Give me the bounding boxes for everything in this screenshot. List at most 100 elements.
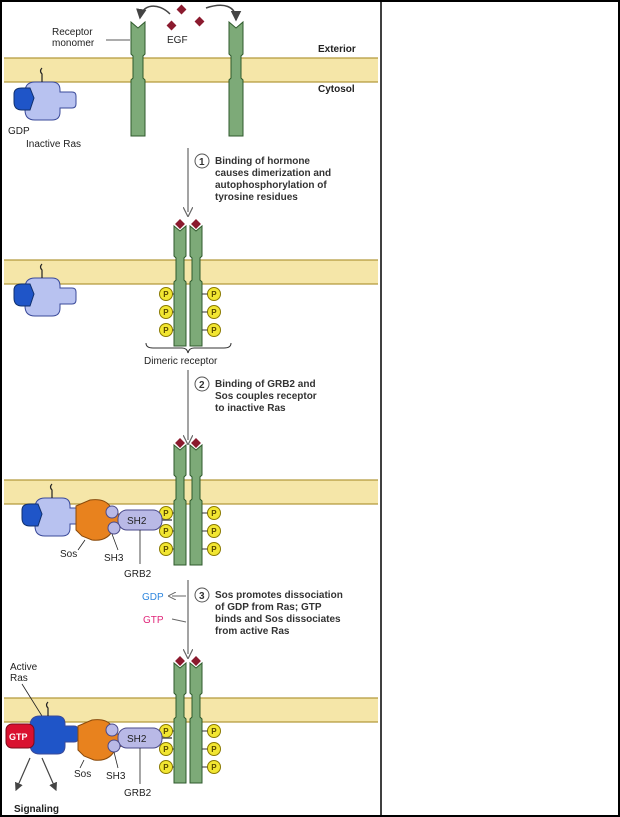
step-description: to inactive Ras: [215, 403, 286, 414]
inactive-ras: [21, 483, 83, 537]
cytosol-label: Cytosol: [318, 84, 355, 95]
sh3-label: SH3: [106, 771, 126, 782]
step-number: 1: [199, 157, 205, 168]
receptor-monomer-label: Receptor: [52, 27, 93, 38]
gtp-molecule: [5, 723, 35, 749]
sh2-label: SH2: [127, 516, 147, 527]
phosphotyrosine: P: [159, 524, 174, 538]
egf-ligand: [176, 4, 187, 15]
phosphate-label: P: [163, 527, 169, 536]
inactive-ras: [13, 67, 77, 121]
phosphotyrosine: P: [159, 305, 174, 319]
receptor-subunit: [173, 443, 187, 566]
receptor-subunit: [189, 661, 203, 784]
step-number: 3: [199, 591, 205, 602]
phosphotyrosine: P: [202, 760, 221, 774]
sos-label: Sos: [60, 549, 77, 560]
phosphate-label: P: [163, 308, 169, 317]
inactive-ras-label: Inactive Ras: [26, 139, 81, 150]
phosphotyrosine: P: [159, 760, 174, 774]
egf-binding-arrow-right: [205, 4, 242, 22]
grb2-label: GRB2: [124, 788, 152, 799]
phosphate-label: P: [163, 326, 169, 335]
sh3-domain: [107, 739, 121, 753]
step-description: of GDP from Ras; GTP: [215, 602, 322, 613]
step-description: from active Ras: [215, 626, 290, 637]
receptor-subunit: [189, 224, 203, 347]
leader-line: [77, 539, 86, 551]
egf-ligand: [194, 16, 205, 27]
egf-ligand: [175, 656, 185, 666]
leader-line: [21, 683, 43, 717]
active-ras: GTP: [5, 701, 79, 755]
lipid-anchor: [45, 701, 49, 716]
gdp-molecule: [13, 87, 35, 111]
lipid-anchor: [49, 483, 53, 498]
receptor-monomer-right: [228, 20, 244, 137]
receptor-monomer-label: monomer: [52, 38, 95, 49]
phosphate-label: P: [163, 763, 169, 772]
sh3-domain: [107, 521, 121, 535]
gdp-released-label: GDP: [142, 592, 164, 603]
phosphotyrosine: P: [159, 742, 174, 756]
phosphate-label: P: [211, 326, 217, 335]
leader-line: [111, 533, 119, 551]
phosphotyrosine: P: [202, 287, 221, 301]
egf-label: EGF: [167, 35, 188, 46]
leader-line: [79, 759, 85, 769]
step-3: GDP GTP 3 Sos promotes dissociation of G…: [142, 580, 343, 654]
phosphotyrosine: P: [202, 506, 221, 520]
step-number: 2: [199, 380, 205, 391]
step-2: 2 Binding of GRB2 and Sos couples recept…: [188, 370, 317, 440]
right-empty-cell: [382, 2, 618, 815]
step-description: Sos couples receptor: [215, 391, 317, 402]
step-number-circle: [194, 376, 210, 392]
gdp-label: GDP: [8, 126, 30, 137]
step-description: binds and Sos dissociates: [215, 614, 341, 625]
phosphotyrosine: P: [202, 542, 221, 556]
sh3-domain: [105, 723, 119, 737]
active-ras-label: Ras: [10, 673, 28, 684]
step-description: Sos promotes dissociation: [215, 590, 343, 601]
grb2-label: GRB2: [124, 569, 152, 580]
egf-ligand: [175, 219, 185, 229]
gtp-bound-label: GTP: [143, 615, 164, 626]
gtp-binding-arrow: [171, 618, 187, 623]
membrane-bilayer: [4, 58, 378, 82]
dimeric-receptor-label: Dimeric receptor: [144, 356, 218, 367]
egf-binding-arrow-left: [136, 5, 171, 20]
phosphotyrosine: P: [159, 323, 174, 337]
egf-ligand: [191, 219, 201, 229]
phosphate-label: P: [211, 545, 217, 554]
phosphotyrosine: P: [202, 742, 221, 756]
phosphate-label: P: [163, 727, 169, 736]
phosphate-label: P: [211, 727, 217, 736]
signaling-arrow: [41, 757, 57, 792]
phosphotyrosine: P: [202, 724, 221, 738]
step-description: causes dimerization and: [215, 168, 331, 179]
inactive-ras: [13, 263, 77, 317]
phosphate-label: P: [211, 509, 217, 518]
step-1: 1 Binding of hormone causes dimerization…: [188, 148, 331, 212]
gtp-badge-label: GTP: [9, 732, 28, 742]
signaling-label: Signaling: [14, 804, 59, 815]
phosphate-label: P: [163, 745, 169, 754]
step-description: tyrosine residues: [215, 192, 298, 203]
step-description: Binding of hormone: [215, 156, 310, 167]
active-ras-label: Active: [10, 662, 38, 673]
step-description: autophosphorylation of: [215, 180, 327, 191]
receptor-subunit: [173, 661, 187, 784]
phosphate-label: P: [163, 290, 169, 299]
dimer-bracket: [145, 342, 232, 354]
gdp-molecule: [21, 503, 43, 527]
gdp-molecule: [13, 283, 35, 307]
phosphate-label: P: [211, 290, 217, 299]
exterior-label: Exterior: [318, 44, 356, 55]
egf-ligand: [191, 656, 201, 666]
receptor-monomer-left: [130, 20, 146, 137]
sos-label: Sos: [74, 769, 91, 780]
